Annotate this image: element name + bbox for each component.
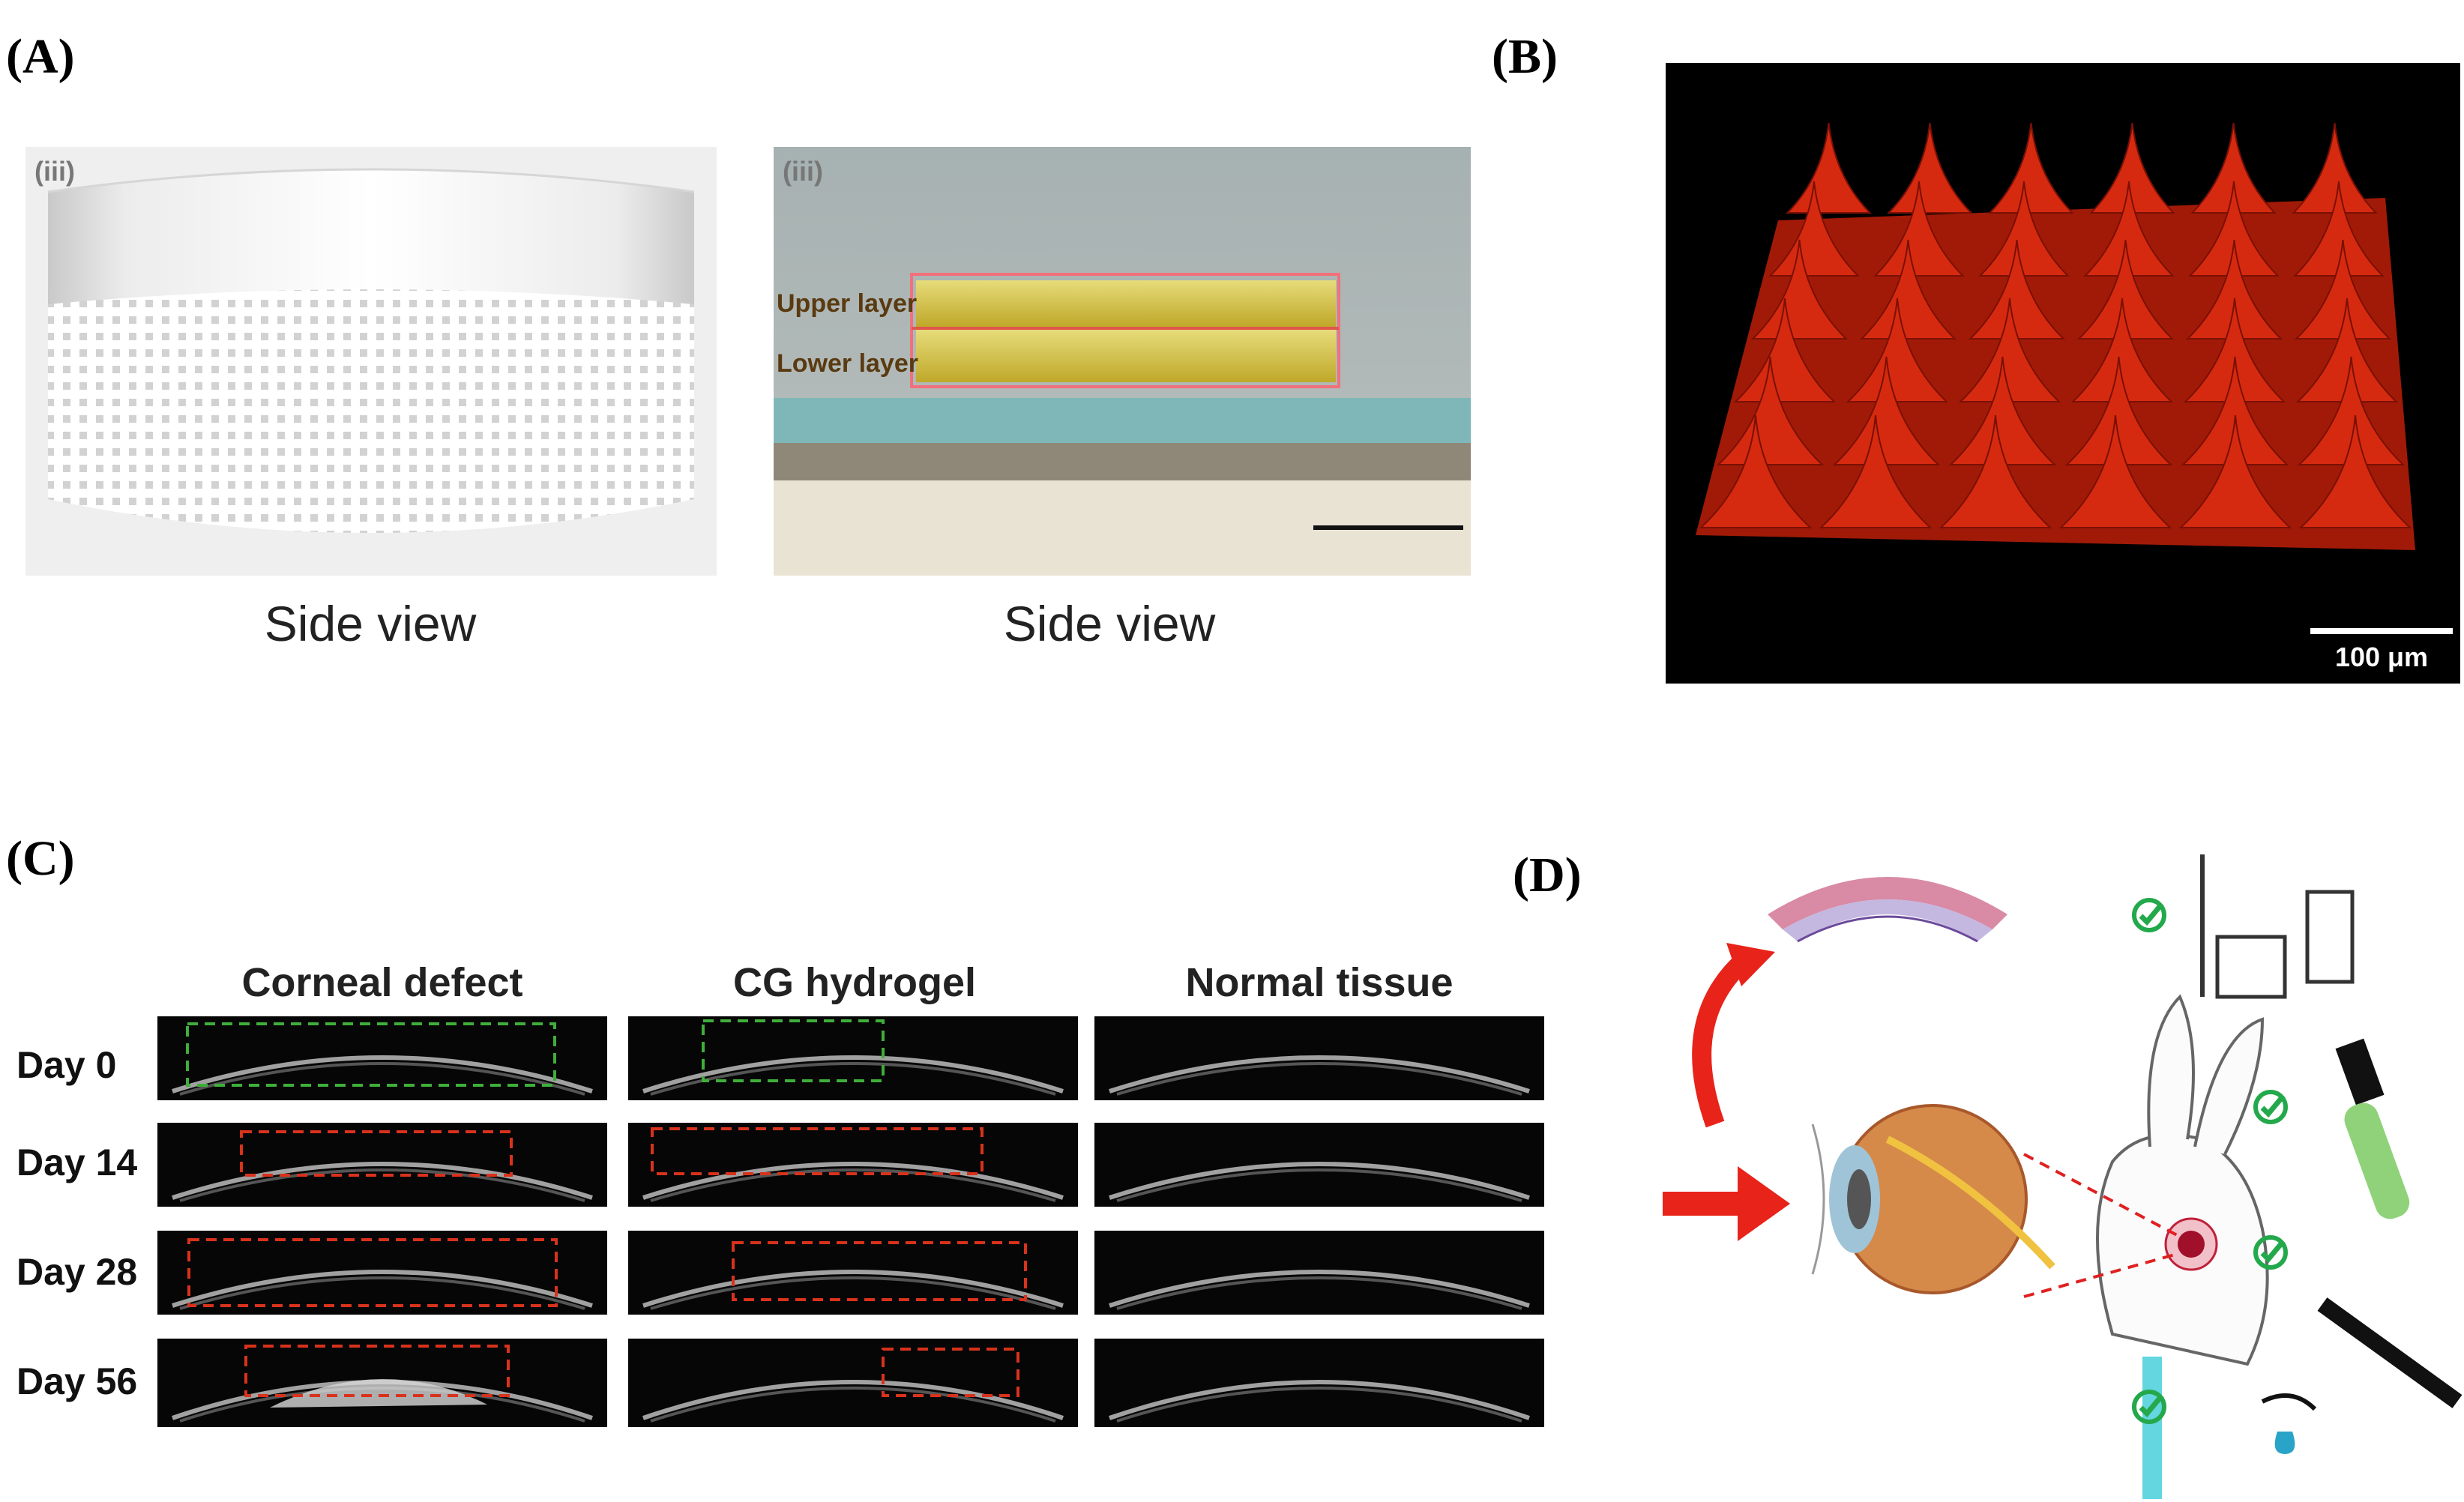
oct-tile (157, 1339, 607, 1427)
panel-label-c: (C) (6, 831, 75, 886)
col-header-corneal-defect: Corneal defect (241, 960, 523, 1005)
oct-tile (1094, 1339, 1544, 1427)
check-icon-slit-lamp (2130, 896, 2168, 934)
row-label-day-28: Day 28 (16, 1251, 138, 1293)
caption-side-view-right: Side view (1003, 596, 1216, 651)
bilayer-photo (774, 147, 1471, 576)
scale-bar-line (2310, 628, 2453, 634)
panel-label-d: (D) (1513, 848, 1582, 902)
scale-bar-label: 100 μm (2334, 642, 2429, 672)
oct-tile (628, 1016, 1078, 1100)
panel-label-b: (B) (1492, 29, 1558, 84)
col-header-normal-tissue: Normal tissue (1185, 960, 1454, 1005)
oct-tile (1094, 1016, 1544, 1100)
check-icon-eye-drop (2252, 1088, 2289, 1126)
oct-tile (157, 1231, 607, 1315)
subpanel-tag-right: (iii) (783, 156, 823, 187)
oct-tile (628, 1231, 1078, 1315)
check-icon-tear-test (2130, 1388, 2168, 1426)
upper-layer-label: Upper layer (777, 289, 918, 318)
row-label-day-0: Day 0 (16, 1044, 117, 1086)
row-label-day-14: Day 14 (16, 1141, 138, 1183)
panel-label-a: (A) (6, 29, 75, 84)
subpanel-tag-left: (iii) (34, 156, 75, 187)
lower-layer-label: Lower layer (777, 349, 918, 378)
microneedle-render (1666, 63, 2460, 684)
ocular-application-schematic (1663, 809, 2464, 1502)
check-icon-syringe (2252, 1234, 2289, 1271)
oct-tile (1094, 1231, 1544, 1315)
oct-tile (157, 1016, 607, 1100)
row-label-day-56: Day 56 (16, 1360, 138, 1402)
col-header-cg-hydrogel: CG hydrogel (732, 960, 977, 1005)
oct-tile (628, 1123, 1078, 1207)
caption-side-view-left: Side view (264, 596, 477, 651)
oct-tile (1094, 1123, 1544, 1207)
oct-tile (157, 1123, 607, 1207)
oct-tile (628, 1339, 1078, 1427)
cylinder-render (25, 147, 717, 576)
